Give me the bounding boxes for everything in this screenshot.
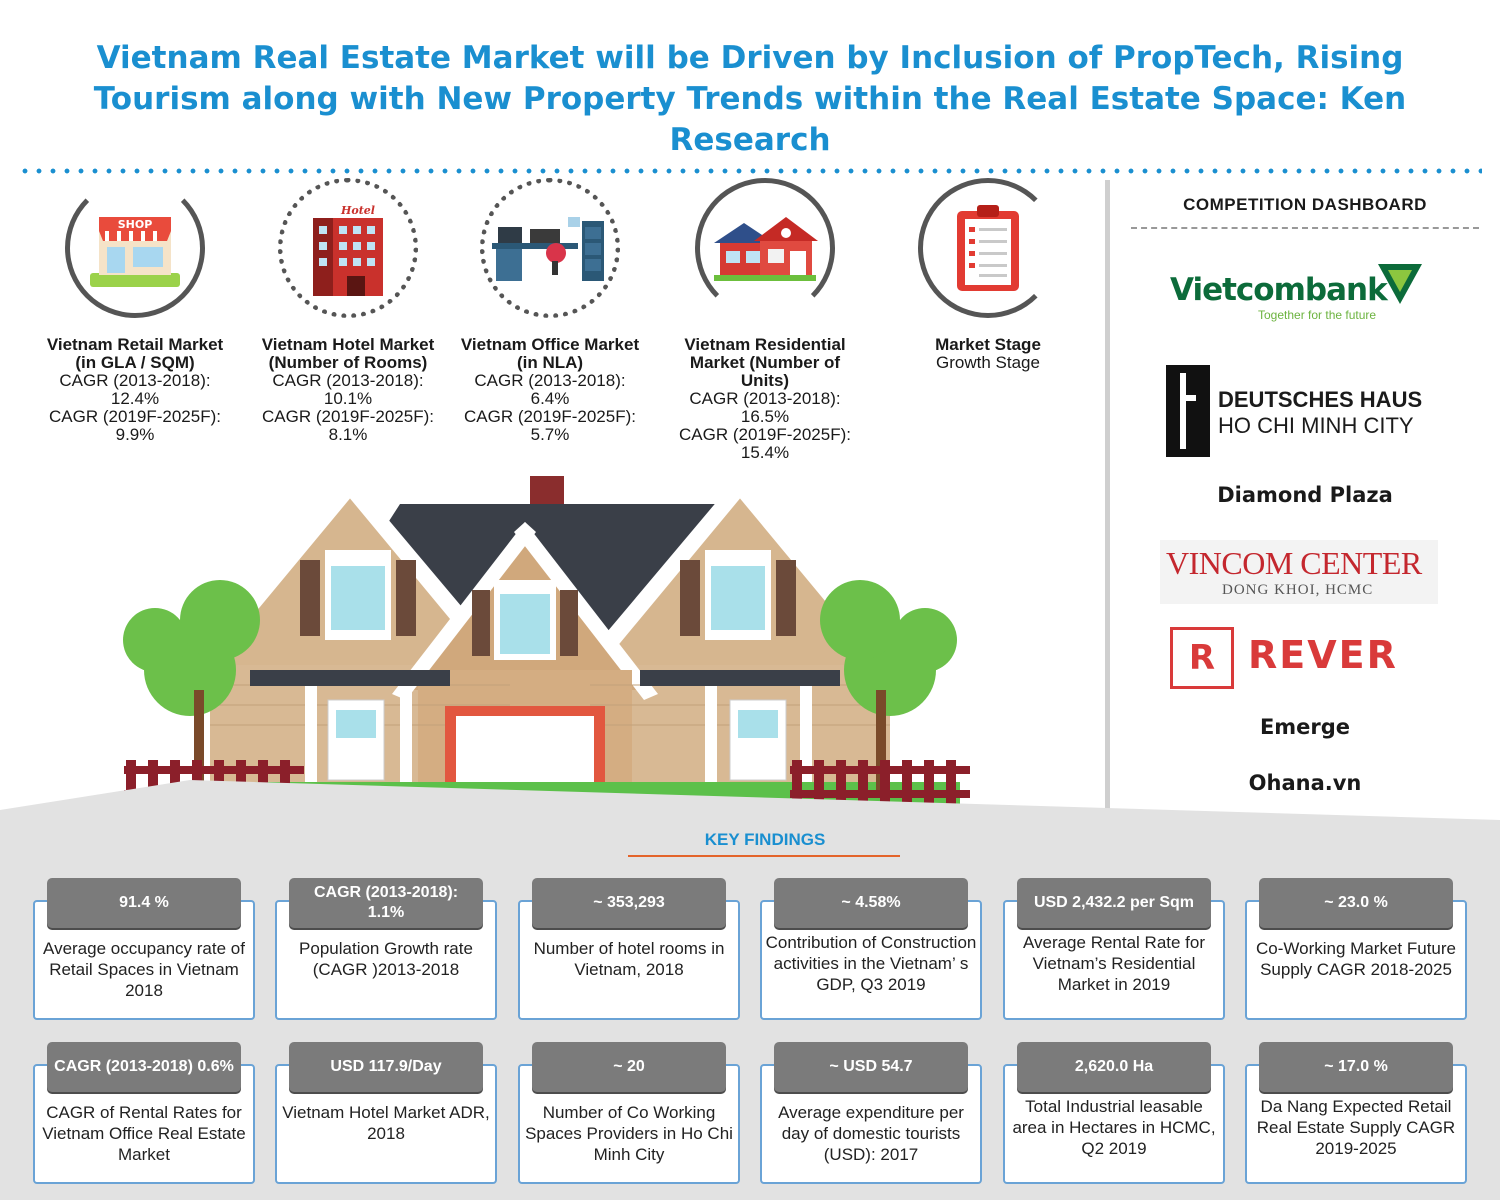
finding-card: ~ 17.0 %Da Nang Expected Retail Real Est… [1245, 1042, 1467, 1184]
finding-value: ~ 23.0 % [1259, 878, 1453, 928]
dotted-divider [18, 168, 1482, 174]
hotel-cagr-value-1: 10.1% [323, 389, 373, 408]
clipboard-icon [957, 205, 1019, 291]
deutsches-haus-line1: DEUTSCHES HAUS [1218, 387, 1423, 412]
finding-value: ~ 20 [532, 1042, 726, 1092]
vincom-center-logo: VINCOM CENTER DONG KHOI, HCMC [1160, 540, 1438, 604]
office-market-title: Vietnam Office Market (in NLA) [460, 335, 640, 372]
vincom-line1: VINCOM CENTER [1166, 545, 1422, 581]
finding-card: ~ 23.0 % Co-Working Market Future Supply … [1245, 878, 1467, 1020]
finding-description: Da Nang Expected Retail Real Estate Supp… [1256, 1097, 1456, 1158]
emerge: Emerge [1259, 715, 1351, 739]
page-title: Vietnam Real Estate Market will be Drive… [93, 40, 1407, 158]
vietcombank-tagline: Together for the future [1258, 308, 1377, 322]
deutsches-haus-emblem-icon [1166, 365, 1210, 457]
vietcombank-emblem-icon [1378, 264, 1422, 304]
key-findings-underline [628, 855, 900, 857]
dashboard-separator [1131, 227, 1479, 229]
office-desk-icon [492, 217, 604, 281]
residential-cagr-label-2: CAGR (2019F-2025F): [679, 425, 851, 444]
dashboard-title: COMPETITION DASHBOARD [1183, 195, 1427, 214]
hotel-cagr-label-2: CAGR (2019F-2025F): [262, 407, 434, 426]
retail-cagr-label-2: CAGR (2019F-2025F): [49, 407, 221, 426]
finding-description: Contribution of Construction activities … [765, 933, 977, 994]
ohana-vn: Ohana.vn [1248, 771, 1362, 795]
finding-description: CAGR of Rental Rates for Vietnam Office … [42, 1103, 246, 1164]
finding-value: ~ USD 54.7 [774, 1042, 968, 1092]
residential-market: Vietnam Residential Market (Number of Un… [675, 178, 855, 462]
retail-cagr-value-2: 9.9% [115, 425, 155, 444]
office-cagr-value-2: 5.7% [530, 425, 570, 444]
finding-description: Average occupancy rate of Retail Spaces … [43, 939, 245, 1000]
office-cagr-label-1: CAGR (2013-2018): [474, 371, 626, 390]
finding-card: 91.4 % Average occupancy rate of Retail S… [33, 878, 255, 1020]
finding-card: CAGR (2013-2018) 0.6% CAGR of Rental Rate… [33, 1042, 255, 1184]
retail-market: SHOP Vietnam Retail Market (in GLA / SQM… [45, 178, 225, 444]
market-stage-title: Market Stage [935, 335, 1041, 354]
finding-value: ~ 17.0 % [1259, 1042, 1453, 1092]
deutsches-haus-line2: HO CHI MINH CITY [1218, 413, 1414, 438]
finding-description: Co-Working Market Future Supply CAGR 201… [1256, 939, 1456, 979]
hotel-market: Hotel Vietnam Hotel Market (Number of Ro… [258, 178, 438, 444]
deutsches-haus-logo: DEUTSCHES HAUS HO CHI MINH CITY [1166, 365, 1436, 457]
finding-card: ~ 20 Number of Co Working Spaces Provider… [518, 1042, 740, 1184]
residential-house-icon [714, 217, 818, 281]
finding-value: CAGR (2013-2018) 0.6% [47, 1042, 241, 1092]
finding-value: ~ 353,293 [532, 878, 726, 928]
hotel-cagr-value-2: 8.1% [328, 425, 368, 444]
vincom-line2: DONG KHOI, HCMC [1222, 582, 1374, 598]
vietcombank-logo: Vietcombank Together for the future [1170, 258, 1440, 324]
finding-value: CAGR (2013-2018): 1.1% [289, 878, 483, 928]
retail-cagr-label-1: CAGR (2013-2018): [59, 371, 211, 390]
finding-description: Number of hotel rooms in Vietnam, 2018 [533, 939, 725, 979]
residential-market-title: Vietnam Residential Market (Number of Un… [684, 335, 846, 390]
finding-description: Average Rental Rate for Vietnam’s Reside… [1022, 933, 1206, 994]
house-illustration [100, 470, 980, 820]
office-cagr-value-1: 6.4% [530, 389, 570, 408]
finding-description: Average expenditure per day of domestic … [778, 1103, 964, 1164]
hotel-sign: Hotel [340, 204, 375, 217]
finding-value: ~ 4.58% [774, 878, 968, 928]
finding-card: ~ 4.58%Contribution of Construction acti… [760, 878, 982, 1020]
finding-description: Total Industrial leasable area in Hectar… [1012, 1097, 1216, 1158]
finding-value: USD 2,432.2 per Sqm [1017, 878, 1211, 928]
office-market: Vietnam Office Market (in NLA) CAGR (201… [460, 178, 640, 444]
finding-description: Number of Co Working Spaces Providers in… [525, 1103, 733, 1164]
office-cagr-label-2: CAGR (2019F-2025F): [464, 407, 636, 426]
retail-market-title: Vietnam Retail Market (in GLA / SQM) [46, 335, 224, 372]
shop-sign: SHOP [118, 218, 153, 231]
residential-cagr-1: CAGR (2013-2018): 16.5% [689, 389, 841, 426]
hotel-market-title: Vietnam Hotel Market (Number of Rooms) [261, 335, 435, 372]
finding-value: USD 117.9/Day [289, 1042, 483, 1092]
market-stage-value: Growth Stage [936, 353, 1040, 372]
rever-name: REVER [1248, 633, 1398, 677]
rever-logo: R REVER [1170, 627, 1410, 691]
hotel-cagr-label-1: CAGR (2013-2018): [272, 371, 424, 390]
key-findings-title: KEY FINDINGS [704, 830, 826, 849]
vertical-divider [1105, 180, 1110, 820]
finding-value: 2,620.0 Ha [1017, 1042, 1211, 1092]
rever-mark: R [1170, 627, 1234, 689]
retail-cagr-value-1: 12.4% [110, 389, 160, 408]
finding-value: 91.4 % [47, 878, 241, 928]
vietcombank-name: Vietcombank [1170, 272, 1388, 308]
finding-description: Vietnam Hotel Market ADR, 2018 [282, 1103, 490, 1143]
residential-cagr-value-2: 15.4% [740, 443, 790, 462]
finding-card: CAGR (2013-2018): 1.1% Population Growth … [275, 878, 497, 1020]
market-overview: SHOP Vietnam Retail Market (in GLA / SQM… [20, 178, 1100, 478]
competition-dashboard: COMPETITION DASHBOARD Vietcombank Togeth… [1120, 180, 1490, 810]
market-stage: Market Stage Growth Stage [898, 178, 1078, 372]
shop-icon: SHOP [90, 217, 180, 287]
finding-description: Population Growth rate (CAGR )2013-2018 [299, 939, 473, 979]
diamond-plaza: Diamond Plaza [1217, 483, 1393, 507]
hotel-icon: Hotel [313, 204, 383, 296]
